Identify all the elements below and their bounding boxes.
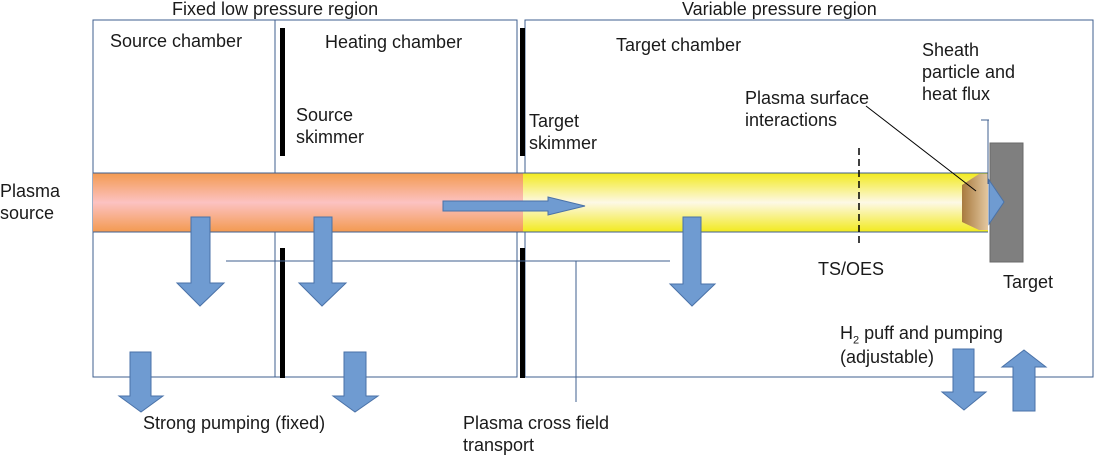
target-label: Target <box>1003 272 1054 292</box>
heating-pump-arrow <box>331 351 380 413</box>
source-skimmer-lower <box>280 248 285 378</box>
target-skimmer-lower <box>520 248 525 378</box>
target-skimmer-upper <box>520 28 525 156</box>
source-skimmer-label: Source skimmer <box>296 105 364 147</box>
target-skimmer-label: Target skimmer <box>529 111 597 153</box>
adjustable-puff-up-arrow <box>1000 349 1048 412</box>
target-plate <box>989 142 1024 263</box>
plasma-surface-label: Plasma surface interactions <box>745 88 870 130</box>
cross-field-label: Plasma cross field transport <box>463 413 610 455</box>
cool-plasma-beam <box>523 173 988 232</box>
plasma-surface-leader <box>865 105 977 192</box>
target-chamber-label: Target chamber <box>616 35 742 55</box>
sheath-flux-label: Sheath particle and heat flux <box>922 40 1016 104</box>
h2-puff-label: H2 puff and pumping <box>840 322 1003 347</box>
plasma-flow-arrow <box>442 196 586 216</box>
strong-pumping-label: Strong pumping (fixed) <box>143 413 326 433</box>
source-loss-arrow <box>175 216 226 307</box>
source-pump-arrow <box>117 351 165 413</box>
plasma-source-label: Plasma source <box>0 181 61 223</box>
h2-symbol: H <box>840 323 853 343</box>
adjustable-pump-down-arrow <box>940 348 988 411</box>
ts-oes-label: TS/OES <box>818 259 885 279</box>
sheath-flux-arrow <box>988 178 1005 226</box>
adjustable-label: (adjustable) <box>840 347 935 367</box>
target-loss-arrow <box>668 216 717 307</box>
fixed-region-label: Fixed low pressure region <box>172 0 379 19</box>
source-chamber-label: Source chamber <box>110 31 243 51</box>
sheath-region <box>962 174 988 230</box>
h2-puff-text: puff and pumping <box>859 323 1003 343</box>
h2-subscript: 2 <box>853 334 860 347</box>
heating-chamber-label: Heating chamber <box>325 32 463 52</box>
source-skimmer-upper <box>280 28 285 156</box>
heating-loss-arrow <box>297 216 348 307</box>
variable-region-label: Variable pressure region <box>682 0 877 19</box>
